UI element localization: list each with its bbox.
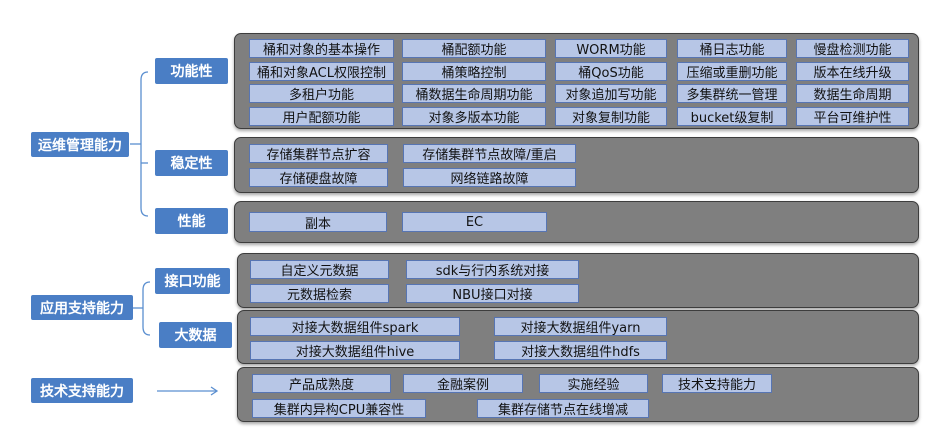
item-function: 数据生命周期 (796, 84, 909, 103)
tech-arrow-head (210, 386, 219, 396)
subcategory-performance: 性能 (155, 208, 228, 234)
item-interface: sdk与行内系统对接 (406, 260, 579, 279)
item-function: 桶配额功能 (402, 39, 546, 58)
item-tech: 金融案例 (403, 374, 523, 393)
item-bigdata: 对接大数据组件hdfs (494, 341, 667, 360)
item-stability: 存储集群节点故障/重启 (403, 144, 576, 163)
item-function: 桶日志功能 (677, 39, 787, 58)
item-function: 平台可维护性 (796, 107, 909, 126)
item-function: 多集群统一管理 (677, 84, 787, 103)
item-function: 多租户功能 (249, 84, 394, 103)
item-bigdata: 对接大数据组件hive (250, 341, 460, 360)
item-tech: 集群内异构CPU兼容性 (252, 399, 426, 418)
item-function: 对象追加写功能 (555, 84, 667, 103)
item-function: 桶策略控制 (402, 62, 546, 81)
item-tech: 技术支持能力 (662, 374, 772, 393)
item-function: 对象多版本功能 (402, 107, 546, 126)
item-function: 桶数据生命周期功能 (402, 84, 546, 103)
item-function: 桶和对象ACL权限控制 (249, 62, 394, 81)
item-interface: 元数据检索 (250, 284, 389, 303)
item-performance: EC (402, 212, 547, 232)
item-function: 桶QoS功能 (555, 62, 667, 81)
item-stability: 存储硬盘故障 (249, 168, 388, 187)
item-bigdata: 对接大数据组件spark (250, 317, 460, 336)
item-bigdata: 对接大数据组件yarn (494, 317, 667, 336)
item-function: WORM功能 (555, 39, 667, 58)
subcategory-interface: 接口功能 (155, 268, 230, 294)
subcategory-bigdata: 大数据 (159, 322, 232, 348)
item-function: 慢盘检测功能 (796, 39, 909, 58)
ops-bracket (140, 71, 149, 217)
category-tech: 技术支持能力 (31, 378, 133, 403)
item-interface: 自定义元数据 (250, 260, 389, 279)
item-stability: 网络链路故障 (403, 168, 576, 187)
item-function: bucket级复制 (677, 107, 787, 126)
item-function: 用户配额功能 (249, 107, 394, 126)
item-function: 桶和对象的基本操作 (249, 39, 394, 58)
item-tech: 集群存储节点在线增减 (477, 399, 649, 418)
app-bracket (142, 281, 151, 336)
item-function: 版本在线升级 (796, 62, 909, 81)
item-interface: NBU接口对接 (406, 284, 579, 303)
category-app: 应用支持能力 (31, 295, 133, 320)
category-ops: 运维管理能力 (31, 132, 129, 157)
subcategory-function: 功能性 (155, 58, 228, 84)
item-performance: 副本 (249, 212, 387, 232)
item-stability: 存储集群节点扩容 (249, 144, 388, 163)
item-function: 压缩或重删功能 (677, 62, 787, 81)
item-function: 对象复制功能 (555, 107, 667, 126)
subcategory-stability: 稳定性 (155, 150, 228, 176)
item-tech: 产品成熟度 (252, 374, 391, 393)
item-tech: 实施经验 (539, 374, 648, 393)
